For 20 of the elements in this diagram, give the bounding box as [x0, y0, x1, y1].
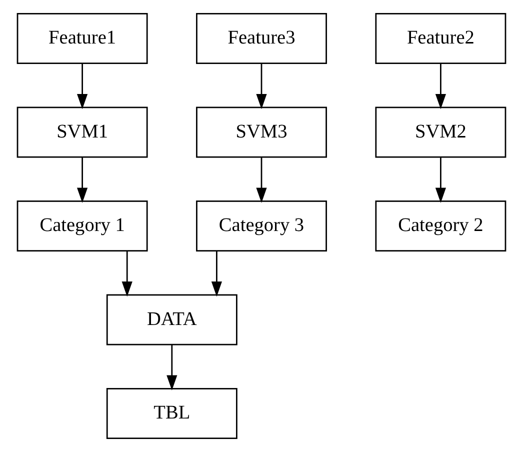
node-box: Category 2: [374, 200, 506, 252]
node-box: SVM3: [196, 106, 326, 158]
node-box: SVM1: [16, 106, 148, 158]
node-box: Category 3: [196, 200, 326, 252]
arrow: [210, 251, 222, 297]
node-box: TBL: [106, 388, 237, 439]
arrow: [166, 344, 177, 390]
node-box: Category 1: [16, 200, 148, 252]
node-box: SVM2: [374, 106, 506, 158]
arrow: [434, 157, 446, 203]
node-box: DATA: [106, 294, 237, 346]
node-box: Feature2: [374, 13, 506, 64]
arrow: [256, 64, 266, 110]
arrow: [76, 64, 88, 110]
arrow: [256, 157, 266, 203]
arrow: [121, 251, 132, 297]
arrow: [76, 157, 88, 203]
node-box: Feature3: [196, 13, 326, 64]
node-box: Feature1: [16, 13, 148, 64]
arrow: [434, 64, 446, 110]
